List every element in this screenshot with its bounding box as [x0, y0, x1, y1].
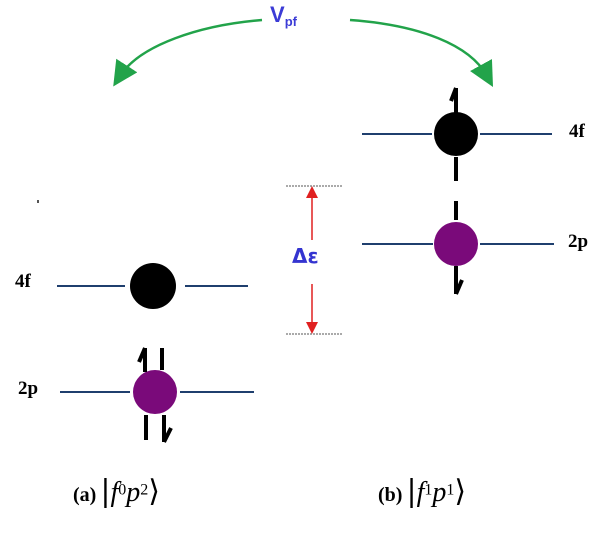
a-2p-label: 2p	[18, 378, 39, 399]
b-2p-orbital	[434, 222, 478, 266]
caption-a: (a) |f0p2⟩	[73, 474, 160, 509]
b-2p-label: 2p	[568, 231, 589, 252]
b-4f-label: 4f	[569, 121, 585, 142]
coupling-arrow-left	[113, 18, 263, 87]
coupling-label: Vpf	[270, 2, 297, 29]
b-4f-orbital	[434, 112, 478, 156]
a-4f-label: 4f	[15, 271, 31, 292]
energy-gap-label: Δε	[292, 244, 319, 268]
stray-dot	[37, 200, 39, 203]
caption-b: (b) |f1p1⟩	[378, 474, 467, 509]
a-spin-up-arrow	[137, 347, 147, 372]
b-spin-up-arrow	[449, 87, 458, 113]
b-spin-down-arrow	[454, 266, 464, 295]
a-2p-orbital	[133, 370, 177, 414]
a-4f-orbital	[130, 263, 176, 309]
a-spin-down-arrow	[162, 415, 173, 443]
coupling-arrow-right	[349, 18, 494, 87]
